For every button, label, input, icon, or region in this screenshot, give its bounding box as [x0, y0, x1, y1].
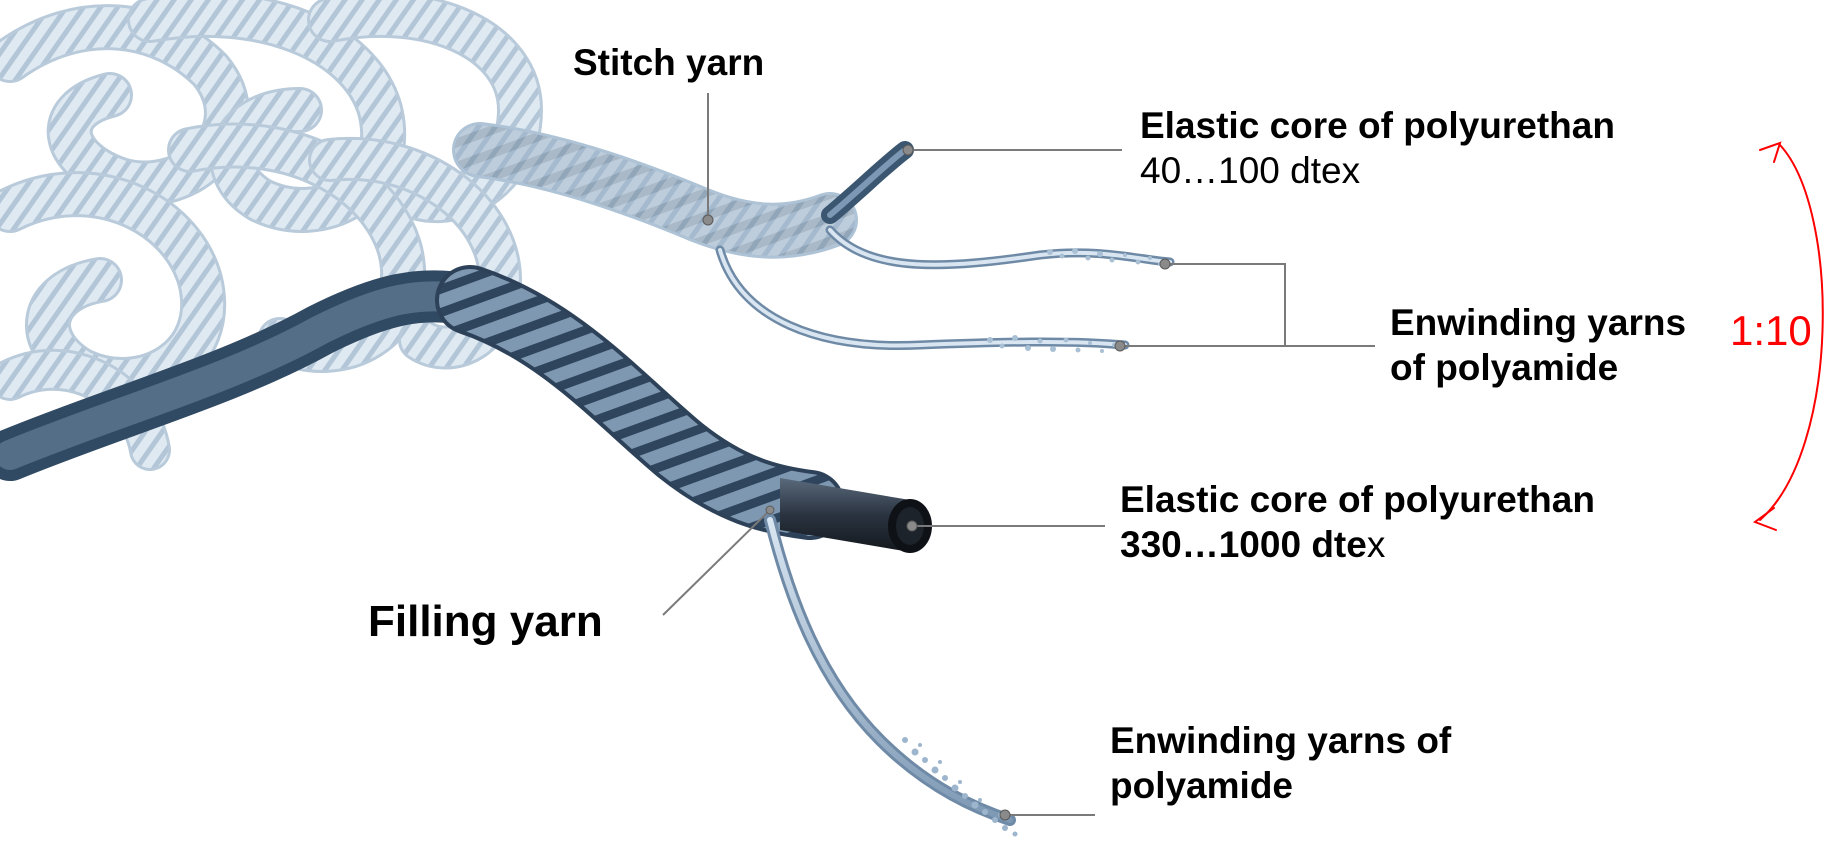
frayed-tips-top [987, 248, 1162, 353]
leader-filling-yarn [663, 510, 770, 615]
label-core-bottom-value-bold: 330…1000 dte [1120, 524, 1367, 565]
label-enwinding-right-line2: of polyamide [1390, 345, 1686, 390]
label-enwinding-bottom-line1: Enwinding yarns of [1110, 718, 1451, 763]
filling-yarn-coil [470, 300, 810, 505]
core-bottom [780, 478, 932, 553]
label-core-bottom-value: 330…1000 dtex [1120, 522, 1595, 567]
label-stitch-yarn: Stitch yarn [573, 40, 764, 85]
leader-enwinding-right [1165, 264, 1375, 346]
label-enwinding-bottom-line2: polyamide [1110, 763, 1451, 808]
stitch-yarn-coil [480, 150, 830, 231]
label-ratio: 1:10 [1730, 305, 1812, 356]
label-stitch-yarn-text: Stitch yarn [573, 42, 764, 83]
label-core-bottom-title: Elastic core of polyurethan [1120, 477, 1595, 522]
label-core-top: Elastic core of polyurethan 40…100 dtex [1140, 103, 1615, 193]
label-core-top-value: 40…100 dtex [1140, 148, 1615, 193]
label-enwinding-bottom: Enwinding yarns of polyamide [1110, 718, 1451, 808]
label-core-top-title: Elastic core of polyurethan [1140, 103, 1615, 148]
label-ratio-text: 1:10 [1730, 307, 1812, 354]
ratio-arrowhead-bottom [1755, 508, 1776, 530]
enwinding-bottom-yarns [770, 520, 1010, 820]
label-enwinding-right: Enwinding yarns of polyamide [1390, 300, 1686, 390]
label-filling-yarn-text: Filling yarn [368, 597, 603, 646]
leader-lines [663, 93, 1375, 815]
ratio-arrowhead-top [1760, 143, 1780, 162]
label-filling-yarn: Filling yarn [368, 595, 603, 649]
label-core-bottom-value-tail: x [1367, 524, 1386, 565]
label-core-bottom: Elastic core of polyurethan 330…1000 dte… [1120, 477, 1595, 567]
core-top [830, 150, 905, 215]
label-enwinding-right-line1: Enwinding yarns [1390, 300, 1686, 345]
